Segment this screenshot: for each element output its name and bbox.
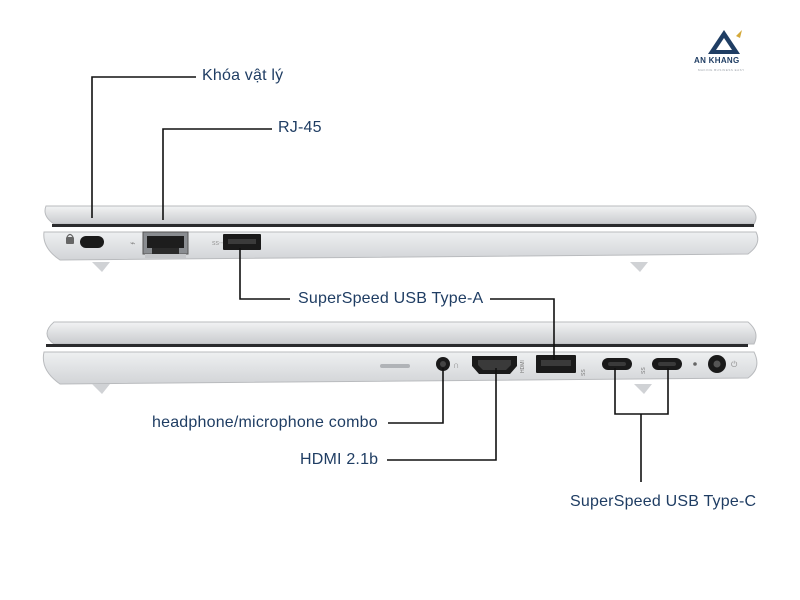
- hdmi-marking: HDMI: [520, 360, 526, 373]
- usb-c-right-marking: SS: [641, 367, 647, 374]
- leader-line-usb-a-left: [239, 248, 290, 300]
- callout-hdmi: HDMI 2.1b: [300, 451, 379, 468]
- leader-line-lock: [91, 76, 196, 218]
- callout-usb-c: SuperSpeed USB Type-C: [570, 493, 757, 510]
- brand-tagline: MAKING BUSINESS EASY: [698, 68, 745, 72]
- svg-text:ss⇢: ss⇢: [212, 240, 225, 247]
- usb-c-port-1-icon: [602, 358, 632, 370]
- callout-rj45: RJ-45: [278, 119, 322, 136]
- callout-lock: Khóa vật lý: [202, 67, 284, 84]
- leader-line-hdmi: [387, 368, 497, 461]
- rj45-port-icon: ⌁: [130, 231, 189, 258]
- leader-line-audio: [388, 368, 444, 424]
- status-indicator-icon: [380, 364, 410, 368]
- brand-name: AN KHANG: [694, 56, 740, 65]
- usb-c-port-2-icon: [652, 358, 682, 370]
- svg-text:∩: ∩: [453, 360, 459, 370]
- power-button-icon: ⏻: [708, 355, 738, 373]
- usb-a-left-port-icon: ss⇢: [212, 234, 261, 250]
- leader-line-rj45: [162, 128, 272, 220]
- svg-text:⏻: ⏻: [731, 360, 738, 369]
- svg-text:⌁: ⌁: [130, 238, 135, 248]
- laptop-left-side: ⌁ ss⇢: [43, 76, 759, 300]
- brand-logo-icon: [708, 30, 742, 54]
- callout-usb-a: SuperSpeed USB Type-A: [298, 290, 484, 307]
- led-indicator-icon: [693, 362, 697, 366]
- laptop-right-side: ∩ HDMI SS SS ⏻: [42, 298, 758, 482]
- lock-slot-icon: [66, 233, 104, 248]
- usb-a-right-marking: SS: [581, 369, 587, 376]
- hdmi-port-icon: [472, 356, 517, 374]
- usb-a-right-port-icon: [536, 355, 576, 373]
- leader-line-usb-a-right: [490, 298, 555, 360]
- audio-jack-icon: ∩: [436, 357, 459, 371]
- callout-audio: headphone/microphone combo: [152, 414, 378, 431]
